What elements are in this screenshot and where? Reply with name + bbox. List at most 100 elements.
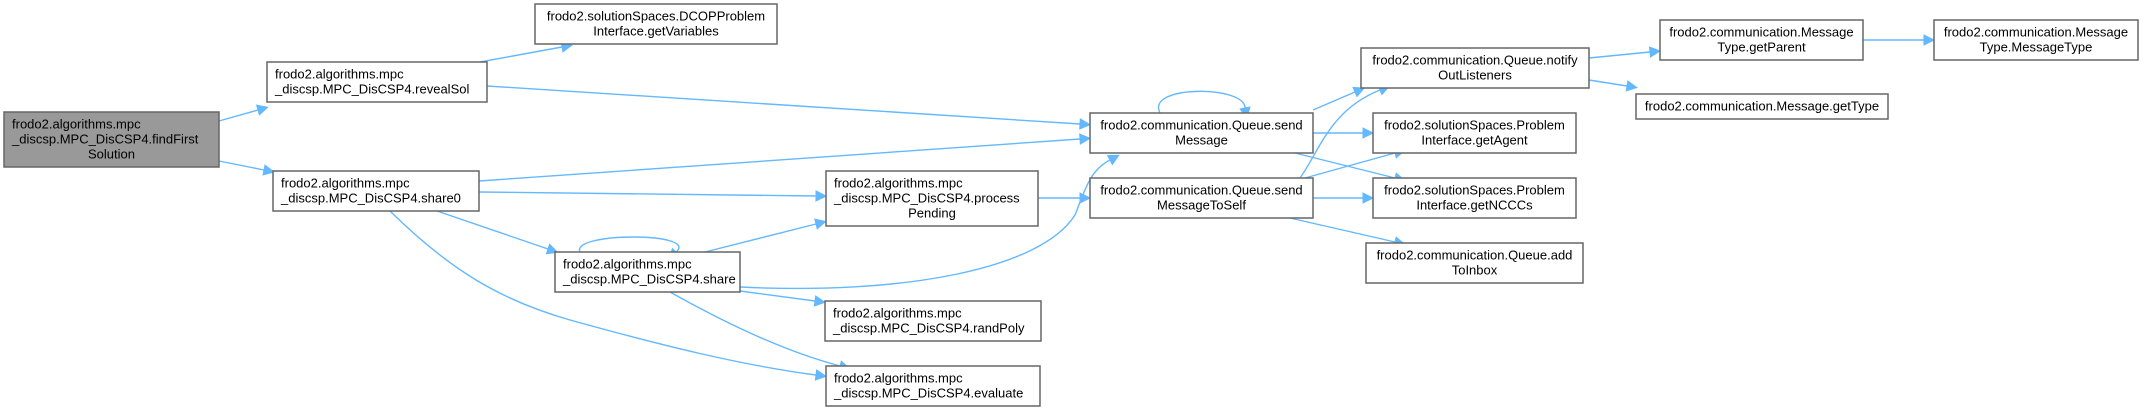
node-notifyOutListeners[interactable]: frodo2.communication.Queue.notifyOutList… xyxy=(1360,47,1590,89)
edge-share0-to-share xyxy=(436,210,559,255)
edge-line xyxy=(218,109,259,122)
node-label-line: frodo2.algorithms.mpc xyxy=(281,176,410,191)
node-box[interactable] xyxy=(825,365,1041,407)
node-label-line: frodo2.communication.Queue.add xyxy=(1377,248,1573,263)
edge-sendMessage-to-notifyOutListeners xyxy=(1312,86,1366,111)
arrowhead-icon xyxy=(1079,133,1092,145)
node-box[interactable] xyxy=(1089,177,1314,219)
node-box[interactable] xyxy=(1360,47,1590,89)
node-box[interactable] xyxy=(825,170,1039,227)
node-label-line: _discsp.MPC_DisCSP4.process xyxy=(833,191,1020,206)
node-label-line: frodo2.communication.Queue.send xyxy=(1100,118,1302,133)
node-box[interactable] xyxy=(272,170,480,212)
edge-line xyxy=(436,210,549,250)
node-label-line: Message xyxy=(1175,133,1228,148)
edge-line xyxy=(1588,51,1651,59)
node-evaluate[interactable]: frodo2.algorithms.mpc_discsp.MPC_DisCSP4… xyxy=(825,365,1041,407)
node-box[interactable] xyxy=(1372,177,1577,219)
edge-line xyxy=(669,291,841,367)
edge-revealSol-to-sendMessage xyxy=(486,85,1092,130)
node-label-line: _discsp.MPC_DisCSP4.randPoly xyxy=(832,321,1025,336)
arrowhead-icon xyxy=(255,104,269,116)
node-sendMessageToSelf[interactable]: frodo2.communication.Queue.sendMessageTo… xyxy=(1089,177,1314,219)
node-box[interactable] xyxy=(1635,93,1889,120)
edge-share0-to-sendMessage xyxy=(478,133,1092,182)
edge-share-to-processPending xyxy=(704,218,827,253)
edge-line xyxy=(478,138,1081,182)
node-MessageType[interactable]: frodo2.communication.MessageType.Message… xyxy=(1933,19,2139,61)
node-box[interactable] xyxy=(266,61,488,103)
edge-line xyxy=(1312,91,1356,111)
arrowhead-icon xyxy=(815,190,828,202)
node-label-line: frodo2.solutionSpaces.Problem xyxy=(1384,118,1565,133)
node-label-line: frodo2.communication.Queue.notify xyxy=(1372,53,1578,68)
node-box[interactable] xyxy=(1372,112,1577,154)
node-randPoly[interactable]: frodo2.algorithms.mpc_discsp.MPC_DisCSP4… xyxy=(824,300,1042,342)
node-label-line: frodo2.communication.Queue.send xyxy=(1100,183,1302,198)
node-box[interactable] xyxy=(1365,242,1584,284)
arrowhead-icon xyxy=(814,369,828,381)
node-box[interactable] xyxy=(1933,19,2139,61)
node-box[interactable] xyxy=(3,111,220,168)
node-label-line: frodo2.algorithms.mpc xyxy=(834,176,963,191)
arrowhead-icon xyxy=(1362,127,1375,139)
edge-notifyOutListeners-to-getType xyxy=(1588,79,1638,92)
arrowhead-icon xyxy=(1106,154,1120,166)
arrowhead-icon xyxy=(1923,34,1936,46)
node-box[interactable] xyxy=(1659,19,1864,61)
edge-share-to-evaluate xyxy=(669,291,851,372)
node-label-line: Interface.getAgent xyxy=(1421,133,1528,148)
node-label-line: _discsp.MPC_DisCSP4.findFirst xyxy=(11,132,199,147)
edge-share-to-sendMessage xyxy=(739,154,1120,290)
edge-line xyxy=(579,236,680,253)
node-label-line: frodo2.algorithms.mpc xyxy=(563,257,692,272)
edge-revealSol-to-getVariables xyxy=(479,41,573,63)
edge-line xyxy=(739,290,816,302)
node-label-line: frodo2.solutionSpaces.DCOPProblem xyxy=(547,9,765,24)
edge-line xyxy=(704,223,817,253)
node-box[interactable] xyxy=(534,3,778,45)
edge-line xyxy=(1157,90,1246,114)
edge-line xyxy=(1588,79,1628,87)
edge-share-to-randPoly xyxy=(739,290,827,307)
edge-line xyxy=(486,85,1081,125)
node-revealSol[interactable]: frodo2.algorithms.mpc_discsp.MPC_DisCSP4… xyxy=(266,61,488,103)
node-getVariables[interactable]: frodo2.solutionSpaces.DCOPProblemInterfa… xyxy=(534,3,778,45)
node-share0[interactable]: frodo2.algorithms.mpc_discsp.MPC_DisCSP4… xyxy=(272,170,480,212)
node-share[interactable]: frodo2.algorithms.mpc_discsp.MPC_DisCSP4… xyxy=(554,251,741,293)
node-box[interactable] xyxy=(554,251,741,293)
node-label-line: _discsp.MPC_DisCSP4.share xyxy=(562,272,736,287)
node-getNCCCs[interactable]: frodo2.solutionSpaces.ProblemInterface.g… xyxy=(1372,177,1577,219)
edge-share0-to-evaluate xyxy=(389,210,828,381)
edge-processPending-to-sendMessageToSelf xyxy=(1038,192,1092,204)
arrowhead-icon xyxy=(1352,86,1366,98)
edge-line xyxy=(739,159,1111,290)
edge-sendMessage-to-getAgent xyxy=(1313,127,1375,139)
arrowhead-icon xyxy=(1625,80,1638,92)
node-label-line: Type.getParent xyxy=(1717,40,1806,55)
edge-sendMessageToSelf-to-getNCCCs xyxy=(1313,192,1375,204)
edge-line xyxy=(478,191,817,197)
node-label-line: Type.MessageType xyxy=(1980,40,2093,55)
edge-line xyxy=(1304,152,1396,179)
edge-findFirstSolution-to-share0 xyxy=(218,160,275,176)
node-label-line: Solution xyxy=(88,147,135,162)
node-getType[interactable]: frodo2.communication.Message.getType xyxy=(1635,93,1889,120)
node-label-line: _discsp.MPC_DisCSP4.share0 xyxy=(280,191,461,206)
node-box[interactable] xyxy=(824,300,1042,342)
arrowhead-icon xyxy=(813,295,827,307)
node-box[interactable] xyxy=(1089,112,1314,154)
node-label-line: frodo2.solutionSpaces.Problem xyxy=(1384,183,1565,198)
node-getAgent[interactable]: frodo2.solutionSpaces.ProblemInterface.g… xyxy=(1372,112,1577,154)
arrowhead-icon xyxy=(814,218,827,230)
node-label-line: frodo2.algorithms.mpc xyxy=(833,306,962,321)
node-findFirstSolution[interactable]: frodo2.algorithms.mpc_discsp.MPC_DisCSP4… xyxy=(3,111,220,168)
node-getParent[interactable]: frodo2.communication.MessageType.getPare… xyxy=(1659,19,1864,61)
node-label-line: frodo2.communication.Message.getType xyxy=(1645,99,1879,114)
node-label-line: _discsp.MPC_DisCSP4.evaluate xyxy=(833,386,1023,401)
node-processPending[interactable]: frodo2.algorithms.mpc_discsp.MPC_DisCSP4… xyxy=(825,170,1039,227)
arrowhead-icon xyxy=(1079,118,1092,130)
